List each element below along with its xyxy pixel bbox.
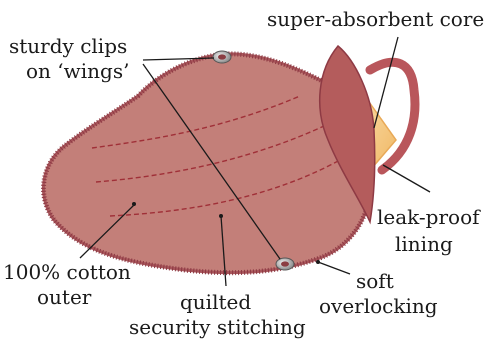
label-stitch-1: quilted [180,290,251,314]
label-outer-2: outer [37,285,92,309]
label-overlock-2: overlocking [319,294,438,318]
label-lining-1: leak-proof [377,205,481,229]
clip-top [213,51,231,63]
label-core: super-absorbent core [267,7,484,31]
label-overlock-1: soft [356,269,394,293]
label-clips-2: on ‘wings’ [26,59,129,83]
label-outer-1: 100% cotton [3,260,131,284]
label-clips-1: sturdy clips [9,34,127,58]
clip-bottom [276,258,294,270]
label-stitch-2: security stitching [129,315,306,339]
label-lining-2: lining [395,232,453,256]
